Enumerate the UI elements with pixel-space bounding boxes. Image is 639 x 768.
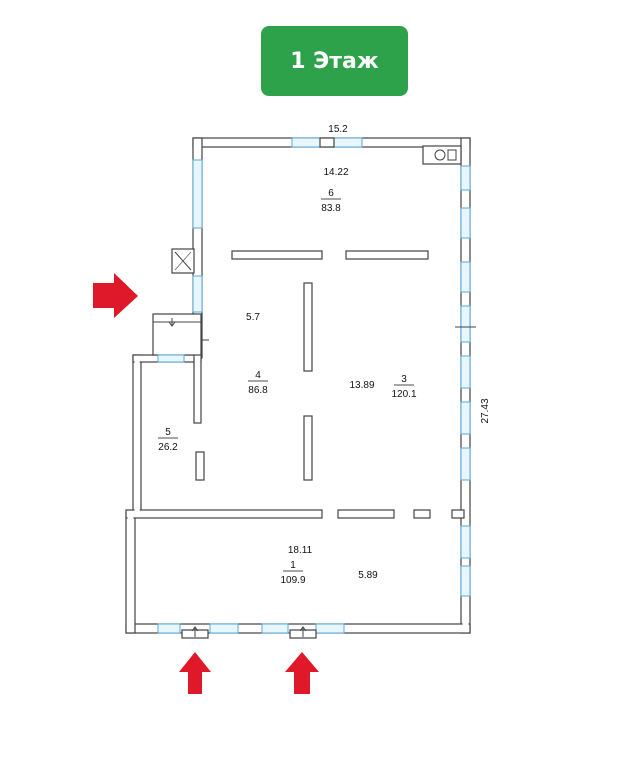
room-number: 3 bbox=[401, 374, 407, 385]
equipment-box bbox=[171, 248, 195, 274]
window-left-1 bbox=[192, 159, 203, 229]
room-number: 5 bbox=[165, 427, 171, 438]
window-right-1 bbox=[460, 165, 471, 191]
dim-room4-depth: 5.7 bbox=[246, 312, 260, 323]
outer-walls bbox=[125, 137, 471, 634]
doors bbox=[181, 326, 476, 639]
room-area: 26.2 bbox=[158, 442, 178, 453]
window-right-2 bbox=[460, 207, 471, 239]
room-area: 120.1 bbox=[391, 389, 416, 400]
dim-room3-width: 13.89 bbox=[349, 380, 374, 391]
room-5-label: 5 26.2 bbox=[158, 427, 178, 453]
entrance-stoop bbox=[152, 313, 209, 356]
dim-room6-depth: 14.22 bbox=[323, 167, 348, 178]
room-4-label: 4 86.8 bbox=[248, 370, 268, 396]
floor-label: 1 Этаж bbox=[290, 48, 379, 74]
room-area: 86.8 bbox=[248, 385, 268, 396]
window-right-7 bbox=[460, 447, 471, 481]
column-2 bbox=[303, 415, 313, 481]
windows bbox=[157, 137, 471, 634]
window-right-8 bbox=[460, 525, 471, 559]
dimension-labels: 15.2 14.22 5.7 13.89 18.11 5.89 27.43 bbox=[246, 124, 491, 581]
partition-5 bbox=[451, 509, 465, 519]
partition-1 bbox=[231, 250, 323, 260]
window-right-3 bbox=[460, 261, 471, 293]
toilet-fixture bbox=[422, 145, 462, 175]
room-3-label: 3 120.1 bbox=[391, 374, 416, 400]
floor-badge: 1 Этаж bbox=[261, 26, 408, 96]
room-number: 1 bbox=[290, 560, 296, 571]
window-right-4 bbox=[460, 305, 471, 343]
room-1-label: 1 109.9 bbox=[280, 560, 305, 586]
partition-2 bbox=[345, 250, 429, 260]
room-number: 4 bbox=[255, 370, 261, 381]
wall-room5-right bbox=[193, 354, 202, 424]
stoop-outline bbox=[152, 313, 202, 356]
room-labels: 6 83.8 4 86.8 3 120.1 5 26.2 1 bbox=[158, 188, 417, 586]
entrance-arrows bbox=[93, 273, 319, 694]
window-bottom-2 bbox=[209, 623, 239, 634]
partition-3 bbox=[337, 509, 395, 519]
window-bottom-4 bbox=[315, 623, 345, 634]
dim-room1-depth: 5.89 bbox=[358, 570, 378, 581]
window-top-2 bbox=[333, 137, 363, 148]
partition-4 bbox=[413, 509, 431, 519]
room-6-label: 6 83.8 bbox=[321, 188, 341, 214]
window-right-9 bbox=[460, 565, 471, 597]
column-1 bbox=[303, 282, 313, 372]
room-area: 83.8 bbox=[321, 203, 341, 214]
window-top-1 bbox=[291, 137, 321, 148]
window-left-2 bbox=[192, 275, 203, 313]
window-right-5 bbox=[460, 355, 471, 389]
window-bottom-3 bbox=[261, 623, 289, 634]
wall-room1-top-left bbox=[125, 509, 323, 519]
room-area: 109.9 bbox=[280, 575, 305, 586]
room-number: 6 bbox=[328, 188, 334, 199]
window-room5 bbox=[157, 354, 185, 363]
window-right-6 bbox=[460, 401, 471, 435]
interior-partitions bbox=[195, 250, 465, 519]
dim-top-width: 15.2 bbox=[328, 124, 348, 135]
entrance-arrow-left bbox=[93, 273, 138, 318]
dim-room1-width: 18.11 bbox=[288, 545, 313, 556]
entrance-arrow-bottom-2 bbox=[285, 652, 319, 694]
entrance-arrow-bottom-1 bbox=[179, 652, 211, 694]
column-3 bbox=[195, 451, 205, 481]
dim-right-length: 27.43 bbox=[480, 398, 491, 423]
window-bottom-1 bbox=[157, 623, 181, 634]
